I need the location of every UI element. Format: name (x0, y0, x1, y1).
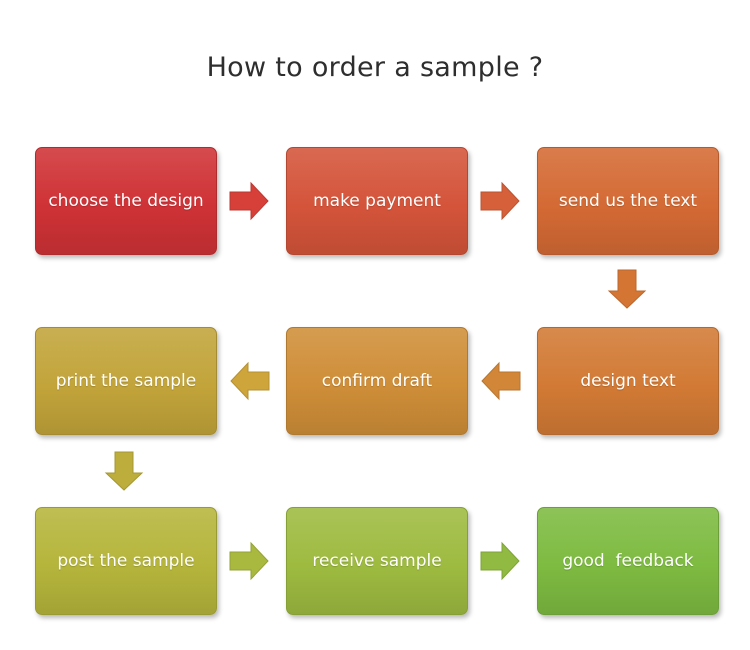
arrow-left-icon (481, 361, 521, 401)
step-print-sample: print the sample (35, 327, 217, 435)
step-send-text: send us the text (537, 147, 719, 255)
step-good-feedback: good feedback (537, 507, 719, 615)
step-choose-design: choose the design (35, 147, 217, 255)
step-design-text: design text (537, 327, 719, 435)
arrow-right-icon (229, 181, 269, 221)
arrow-down-icon (607, 269, 647, 309)
arrow-right-icon (229, 541, 269, 581)
step-receive-sample: receive sample (286, 507, 468, 615)
arrow-right-icon (480, 181, 520, 221)
arrow-left-icon (230, 361, 270, 401)
arrow-right-icon (480, 541, 520, 581)
step-confirm-draft: confirm draft (286, 327, 468, 435)
step-make-payment: make payment (286, 147, 468, 255)
arrow-down-icon (104, 451, 144, 491)
diagram-title: How to order a sample ? (206, 52, 544, 83)
step-post-sample: post the sample (35, 507, 217, 615)
